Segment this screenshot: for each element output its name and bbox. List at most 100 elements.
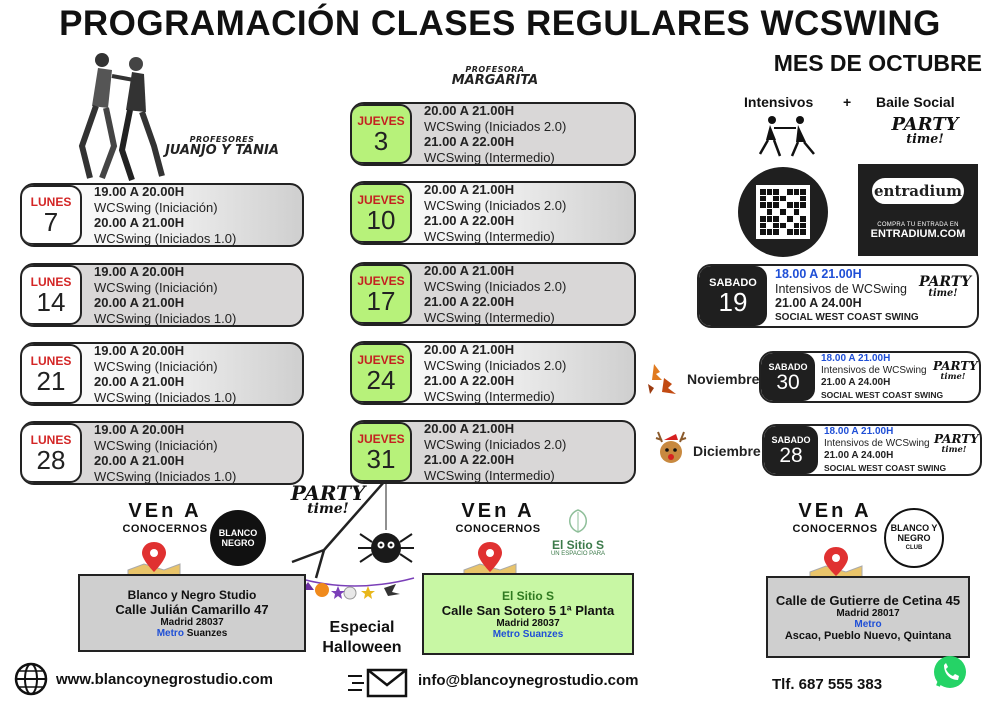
time-word: time! bbox=[928, 288, 958, 300]
halloween-decor bbox=[291, 481, 415, 600]
day-number: 10 bbox=[366, 205, 396, 235]
logo-subtext: CLUB bbox=[905, 545, 923, 551]
time-slot-2: 21.00 A 22.00H bbox=[424, 452, 515, 467]
class-card-monday-7: LUNES 7 19.00 A 20.00H WCSwing (Iniciaci… bbox=[20, 183, 304, 247]
party-time-logo: PARTY time! bbox=[934, 433, 979, 454]
teachers-label-left: PROFESORES JUANJO Y TANIA bbox=[152, 135, 292, 158]
day-number: 28 bbox=[779, 443, 803, 467]
day-label: SABADO bbox=[771, 434, 811, 445]
ven-a-conocernos-3: VEn A CONOCERNOS bbox=[792, 500, 878, 535]
venue-address: Calle Julián Camarillo 47 bbox=[115, 601, 269, 617]
time-slot-1: 19.00 A 20.00H bbox=[94, 264, 185, 279]
blanco-y-negro-club-logo: BLANCO Y NEGRO CLUB bbox=[884, 508, 944, 568]
qr-code[interactable] bbox=[738, 167, 828, 257]
date-box: JUEVES 24 bbox=[352, 343, 412, 403]
time-slot-2: 21.00 A 24.00H bbox=[821, 377, 891, 388]
party-word: PARTY bbox=[891, 114, 959, 135]
logo-text: BLANCO Y NEGRO bbox=[890, 523, 938, 543]
time-slot-2: 20.00 A 21.00H bbox=[94, 453, 185, 468]
qr-pattern bbox=[756, 185, 810, 239]
date-box-dark: SABADO 28 bbox=[764, 426, 818, 474]
date-box: LUNES 7 bbox=[22, 185, 82, 245]
blanco-negro-logo: BLANCO NEGRO bbox=[210, 510, 266, 566]
venue-city: Madrid 28037 bbox=[160, 616, 224, 628]
metro-label: Metro bbox=[854, 618, 882, 630]
whatsapp-icon[interactable] bbox=[932, 654, 968, 690]
class-level-2: WCSwing (Iniciados 1.0) bbox=[94, 389, 237, 405]
class-lines: 19.00 A 20.00H WCSwing (Iniciación) 20.0… bbox=[82, 422, 236, 483]
ven-a-text: VEn A bbox=[128, 500, 202, 522]
class-level-1: WCSwing (Iniciación) bbox=[94, 279, 218, 295]
class-level-1: WCSwing (Iniciados 2.0) bbox=[424, 278, 567, 294]
logo-subtext: UN ESPACIO PARA bbox=[550, 551, 606, 557]
venue-card-blanco-negro: Blanco y Negro Studio Calle Julián Camar… bbox=[78, 574, 306, 652]
conocernos-text: CONOCERNOS bbox=[792, 523, 878, 535]
date-box: JUEVES 17 bbox=[352, 264, 412, 324]
plus-sign: + bbox=[843, 94, 852, 110]
venue-address: Calle San Sotero 5 1ª Planta bbox=[441, 602, 615, 618]
class-level-1: Intensivos de WCSwing bbox=[821, 365, 927, 376]
party-time-logo: PARTY time! bbox=[933, 360, 978, 381]
phone-number[interactable]: Tlf. 687 555 383 bbox=[772, 676, 883, 693]
entradium-site: ENTRADIUM.COM bbox=[870, 228, 966, 240]
time-slot-1: 19.00 A 20.00H bbox=[94, 422, 185, 437]
day-number: 24 bbox=[366, 365, 396, 395]
class-level-1: WCSwing (Iniciados 2.0) bbox=[424, 118, 567, 134]
page-title: PROGRAMACIÓN CLASES REGULARES WCSWING bbox=[59, 4, 941, 43]
time-word: time! bbox=[906, 131, 944, 147]
entradium-banner[interactable]: entradium COMPRA TU ENTRADA EN ENTRADIUM… bbox=[858, 164, 978, 256]
autumn-leaves-icon bbox=[648, 364, 676, 394]
venue-city: Madrid 28037 bbox=[496, 617, 560, 629]
time-slot-2: 21.00 A 22.00H bbox=[424, 373, 515, 388]
metro-label: Metro bbox=[492, 628, 520, 640]
globe-icon bbox=[14, 662, 48, 696]
time-slot-2: 21.00 A 22.00H bbox=[424, 213, 515, 228]
el-sitio-logo: El Sitio S UN ESPACIO PARA bbox=[546, 508, 610, 568]
halloween-label: Especial Halloween bbox=[312, 618, 412, 658]
day-number: 17 bbox=[366, 286, 396, 316]
logo-text: El Sitio S bbox=[551, 538, 604, 552]
day-number: 30 bbox=[776, 370, 800, 394]
class-level-2: WCSwing (Intermedio) bbox=[424, 228, 555, 244]
date-box: JUEVES 3 bbox=[352, 104, 412, 164]
saturday-lines: 18.00 A 21.00H Intensivos de WCSwing 21.… bbox=[767, 267, 919, 325]
time-slot-2: 21.00 A 22.00H bbox=[424, 134, 515, 149]
time-slot-1: 19.00 A 20.00H bbox=[94, 184, 185, 199]
website-link[interactable]: www.blancoynegrostudio.com bbox=[56, 671, 273, 688]
month-label-noviembre: Noviembre bbox=[687, 371, 760, 387]
day-label: SABADO bbox=[709, 277, 757, 289]
metro-station: Suanzes bbox=[186, 627, 228, 639]
saturday-card-30: SABADO 30 18.00 A 21.00H Intensivos de W… bbox=[759, 351, 981, 403]
email-link[interactable]: info@blancoynegrostudio.com bbox=[418, 672, 639, 689]
time-slot-1: 20.00 A 21.00H bbox=[424, 103, 515, 118]
date-box-dark: SABADO 30 bbox=[761, 353, 815, 401]
social-label: SOCIAL WEST COAST SWING bbox=[821, 390, 944, 400]
day-number: 7 bbox=[43, 207, 59, 237]
class-lines: 19.00 A 20.00H WCSwing (Iniciación) 20.0… bbox=[82, 344, 237, 405]
intensivos-label: Intensivos bbox=[744, 94, 814, 110]
class-level-2: WCSwing (Intermedio) bbox=[424, 467, 555, 483]
day-label: LUNES bbox=[30, 195, 72, 209]
class-card-monday-21: LUNES 21 19.00 A 20.00H WCSwing (Iniciac… bbox=[20, 342, 304, 406]
month-label-diciembre: Diciembre bbox=[693, 443, 761, 459]
class-level-2: WCSwing (Intermedio) bbox=[424, 149, 555, 165]
class-lines: 19.00 A 20.00H WCSwing (Iniciación) 20.0… bbox=[82, 264, 237, 326]
time-slot-1: 18.00 A 21.00H bbox=[821, 353, 891, 364]
venue-card-el-sitio: El Sitio S Calle San Sotero 5 1ª Planta … bbox=[422, 573, 634, 655]
day-label: JUEVES bbox=[357, 432, 405, 446]
teachers-small-label: PROFESORES bbox=[189, 135, 255, 144]
dancers-illustration bbox=[78, 53, 165, 181]
page-subtitle: MES DE OCTUBRE bbox=[773, 50, 982, 76]
class-level-1: WCSwing (Iniciados 2.0) bbox=[424, 436, 567, 452]
class-level-1: WCSwing (Iniciados 2.0) bbox=[424, 197, 567, 213]
class-card-thursday-31: JUEVES 31 20.00 A 21.00H WCSwing (Inicia… bbox=[350, 420, 636, 484]
party-time-logo-halloween: PARTY time! bbox=[288, 483, 368, 516]
class-level-2: WCSwing (Iniciados 1.0) bbox=[94, 310, 237, 326]
day-number: 3 bbox=[373, 126, 389, 156]
day-number: 31 bbox=[366, 444, 396, 474]
dancing-couple-icon bbox=[758, 116, 815, 157]
saturday-lines: 18.00 A 21.00H Intensivos de WCSwing 21.… bbox=[815, 353, 943, 401]
day-number: 28 bbox=[36, 445, 66, 475]
time-slot-2: 20.00 A 21.00H bbox=[94, 295, 185, 310]
date-box: LUNES 28 bbox=[22, 423, 82, 483]
